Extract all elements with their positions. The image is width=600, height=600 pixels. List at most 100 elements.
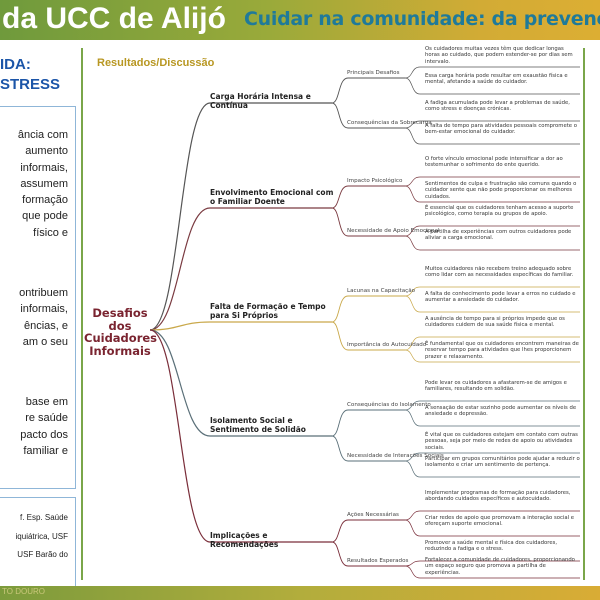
leaf-note: O forte vínculo emocional pode intensifi… [425,156,563,169]
branch-label: Implicações e Recomendações [210,531,279,549]
connector-line [404,120,580,129]
connector-line [404,400,580,411]
branch-label: Isolamento Social e Sentimento de Solidã… [210,416,306,434]
poster-title: da UCC de Alijó [2,2,226,35]
leaf-note: Muitos cuidadores não recebem treino ade… [425,266,574,279]
connector-line [149,321,332,331]
connector-line [404,176,580,187]
connector-line [404,565,580,579]
text-line: familiar e [23,444,68,457]
leaf-note: A falta de tempo para atividades pessoai… [425,123,577,136]
text-line: aumento [25,145,68,158]
text-line: re saúde [25,412,68,425]
sub-branch-label: Lacunas na Capacitação [347,288,416,294]
branch-label: Envolvimento Emocional com o Familiar Do… [210,188,334,206]
leaf-note: Promover a saúde mental e física dos cui… [425,540,558,553]
connector-line [404,127,580,145]
branch-label: Carga Horária Intensa e Contínua [210,92,311,110]
leaf-note: É essencial que os cuidadores tenham ace… [425,205,574,218]
connector-line [149,329,332,437]
connector-line [404,349,580,363]
text-line: informais, [20,161,68,174]
connector-line [404,519,580,537]
text-line: USF Barão do [17,550,68,559]
leaf-note: A falta de conhecimento pode levar a err… [425,291,576,304]
connector-line [404,295,580,313]
connector-line [331,102,405,129]
leaf-note: Essa carga horária pode resultar em exau… [425,73,568,86]
footer-text: TO DOURO [2,587,45,596]
connector-line [404,510,580,521]
leaf-note: Os cuidadores muitas vezes têm que dedic… [425,46,573,65]
sub-branch-label: Resultados Esperados [347,558,409,564]
leaf-note: Fortalecer a comunidade de cuidadores, p… [425,557,575,576]
leaf-note: É fundamental que os cuidadores encontre… [425,341,579,360]
connector-line [331,409,405,437]
leaf-note: É vital que os cuidadores estejam em con… [425,432,578,451]
connector-line [404,225,580,237]
left-heading-2: STRESS [0,76,61,93]
sub-branch-label: Ações Necessárias [347,512,399,518]
text-line: que pode [22,210,68,223]
connector-line [149,102,332,331]
leaf-note: Sentimentos de culpa e frustração são co… [425,181,577,200]
connector-line [331,207,405,237]
mindmap-root: Desafios dos Cuidadores Informais [84,306,158,358]
leaf-note: Pode levar os cuidadores a afastarem-se … [425,380,567,393]
connector-line [404,286,580,297]
sub-branch-label: Consequências da Sobrecarga [347,120,432,126]
sub-branch-label: Principais Desafios [347,70,400,76]
text-line: ências, e [23,319,68,332]
intro-box [0,106,76,489]
connector-line [331,185,405,209]
text-line: f. Esp. Saúde [19,513,68,522]
branch-label: Falta de Formação e Tempo para Si Própri… [210,302,326,320]
connector-line [331,77,405,104]
poster-footer: TO DOURO [0,586,600,600]
sub-branch-label: Impacto Psicológico [347,178,403,184]
connector-line [404,235,580,251]
intro-paragraph-2: ontribuem informais, ências, e am o seu [19,285,68,350]
text-line: iquiátrica, USF [15,531,68,541]
connector-line [404,452,580,462]
sub-branch-label: Necessidade de Apoio Emocional [347,228,440,234]
connector-line [149,329,332,543]
leaf-note: A partilha de experiências com outros cu… [425,229,572,242]
leaf-note: Criar redes de apoio que promovam a inte… [425,515,574,528]
text-line: ância com [17,129,68,141]
panel-border-left [81,48,83,580]
connector-line [404,409,580,427]
connector-line [404,77,580,95]
poster-subtitle: Cuidar na comunidade: da prevenç [244,8,600,30]
leaf-note: A ausência de tempo para si próprios imp… [425,316,565,329]
connector-line [149,207,332,331]
text-line: am o seu [22,335,68,348]
text-line: físico e [33,226,68,239]
text-line: ontribuem [19,287,68,299]
text-line: informais, [20,303,68,316]
leaf-note: Participar em grupos comunitários pode a… [425,456,580,469]
sub-branch-label: Consequências do Isolamento [347,402,431,408]
connector-line [331,295,405,323]
leaf-note: A fadiga acumulada pode levar a problema… [425,100,570,113]
section-title: Resultados/Discussão [97,57,215,69]
connector-line [331,541,405,567]
connector-line [404,185,580,203]
sub-branch-label: Necessidade de Interações Sociais [347,453,444,459]
connector-line [404,66,580,79]
text-line: base em [25,396,68,408]
connector-line [404,336,580,351]
panel-border-right [583,48,585,580]
text-line: pacto dos [20,428,68,441]
poster-header: da UCC de Alijó Cuidar na comunidade: da… [0,0,600,40]
sub-branch-label: Importância do Autocuidado [347,342,427,348]
connector-line [331,321,405,351]
leaf-note: A sensação de estar sozinho pode aumenta… [425,405,577,418]
intro-paragraph-3: base em re saúde pacto dos familiar e [20,394,68,459]
left-heading-1: IDA: [0,56,31,73]
authors-text: f. Esp. Saúde iquiátrica, USF USF Barão do [16,509,68,565]
connector-line [404,460,580,478]
leaf-note: Implementar programas de formação para c… [425,490,571,503]
